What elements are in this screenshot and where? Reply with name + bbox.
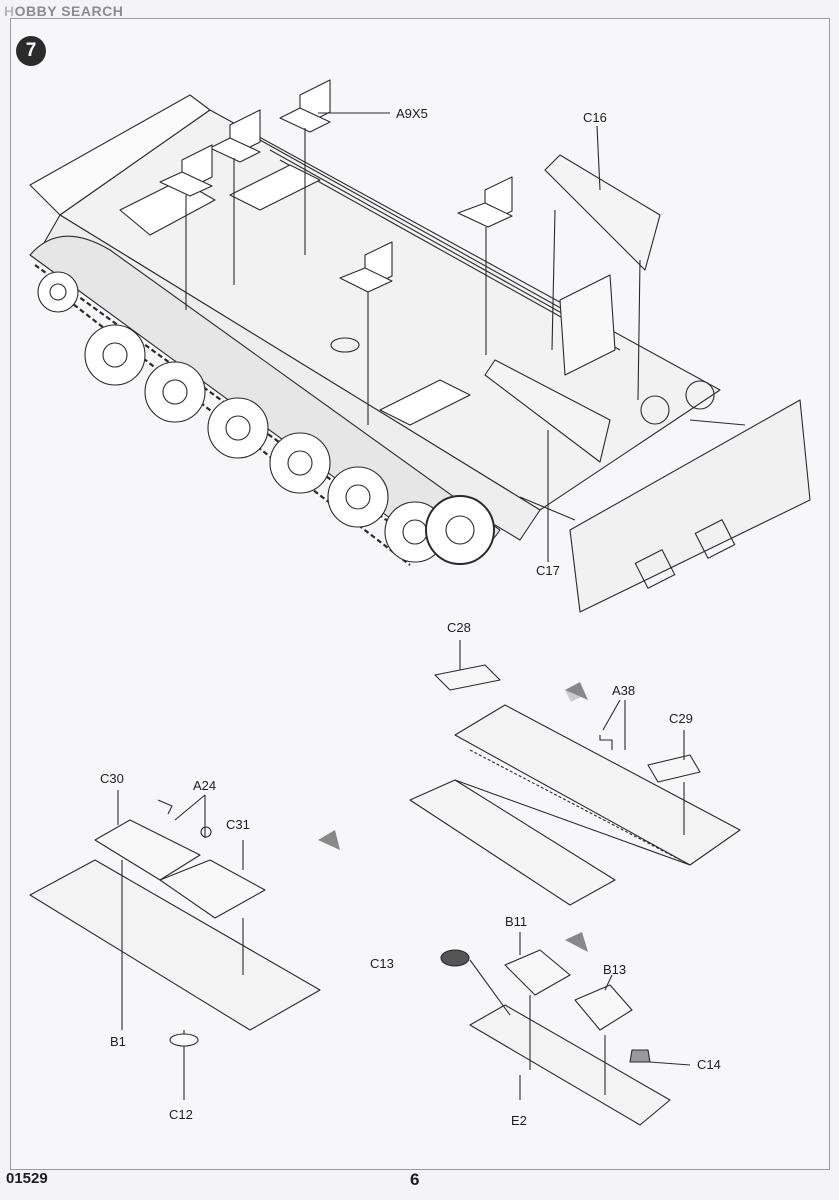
part-label-c16: C16 xyxy=(583,110,607,125)
part-label-e2: E2 xyxy=(511,1113,527,1128)
part-label-c14: C14 xyxy=(697,1057,721,1072)
part-label-b13: B13 xyxy=(603,962,627,977)
floor-plate-right-illustration xyxy=(409,640,741,906)
part-label-a24: A24 xyxy=(193,778,217,793)
part-label-c31: C31 xyxy=(226,817,250,832)
floor-plate-left-illustration xyxy=(29,790,321,1100)
part-label-b11: B11 xyxy=(505,914,528,929)
part-label-c13: C13 xyxy=(370,956,394,971)
part-label-c30: C30 xyxy=(100,771,124,786)
step-number-badge: 7 xyxy=(16,36,46,66)
part-label-c29: C29 xyxy=(669,711,693,726)
part-label-b1: B1 xyxy=(110,1034,126,1049)
part-label-c17: C17 xyxy=(536,563,560,578)
hull-assembly-illustration xyxy=(29,79,811,613)
part-label-c12: C12 xyxy=(169,1107,193,1122)
floor-plate-bottom-illustration xyxy=(440,932,691,1126)
watermark-logo: HOBBY SEARCH xyxy=(4,3,124,19)
part-label-a9x5: A9X5 xyxy=(396,106,428,121)
part-label-c28: C28 xyxy=(447,620,471,635)
part-label-a38: A38 xyxy=(612,683,636,698)
product-code: 01529 xyxy=(6,1170,48,1187)
page-number: 6 xyxy=(410,1170,420,1189)
